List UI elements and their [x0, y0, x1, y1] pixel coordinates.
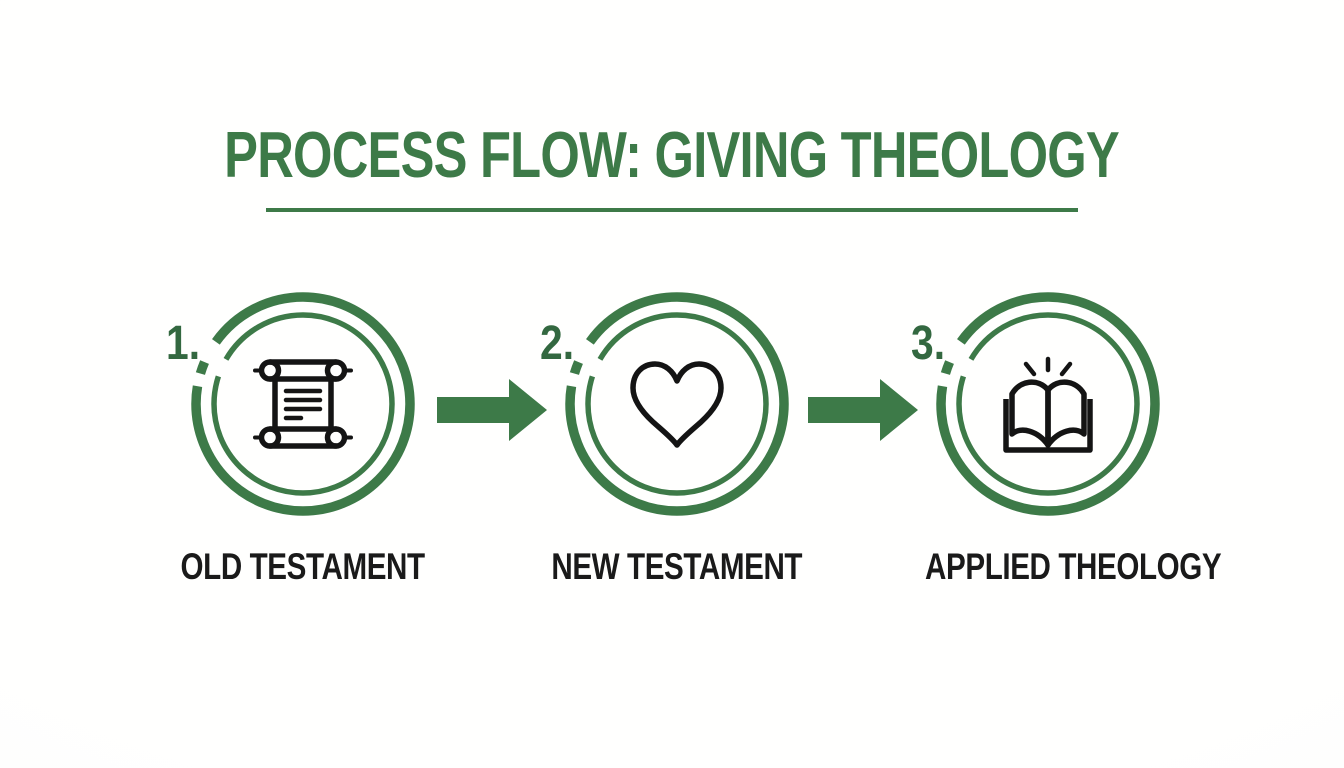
step-number: 1.: [166, 317, 201, 370]
step-label-new-testament: NEW TESTAMENT: [551, 546, 803, 587]
step-number: 2.: [540, 317, 575, 370]
step-number: 3.: [911, 317, 946, 370]
step-ring: [565, 292, 789, 516]
step-label-applied-theology: APPLIED THEOLOGY: [925, 546, 1222, 587]
step-applied-theology: 3.: [911, 289, 1163, 519]
step-label-old-testament: OLD TESTAMENT: [180, 546, 426, 587]
page-title: PROCESS FLOW: GIVING THEOLOGY: [0, 122, 1344, 187]
step-new-testament: 2.: [540, 289, 792, 519]
title-underline: [266, 208, 1078, 212]
open-book-icon: [1003, 356, 1093, 453]
step-ring: [936, 292, 1160, 516]
step-old-testament: 1.: [166, 289, 418, 519]
heart-icon: [630, 361, 724, 448]
arrow-right-icon: [808, 379, 918, 441]
scroll-icon: [253, 359, 353, 449]
page-title-text: PROCESS FLOW: GIVING THEOLOGY: [224, 118, 1121, 191]
arrow-right-icon: [437, 379, 547, 441]
step-ring: [191, 292, 415, 516]
